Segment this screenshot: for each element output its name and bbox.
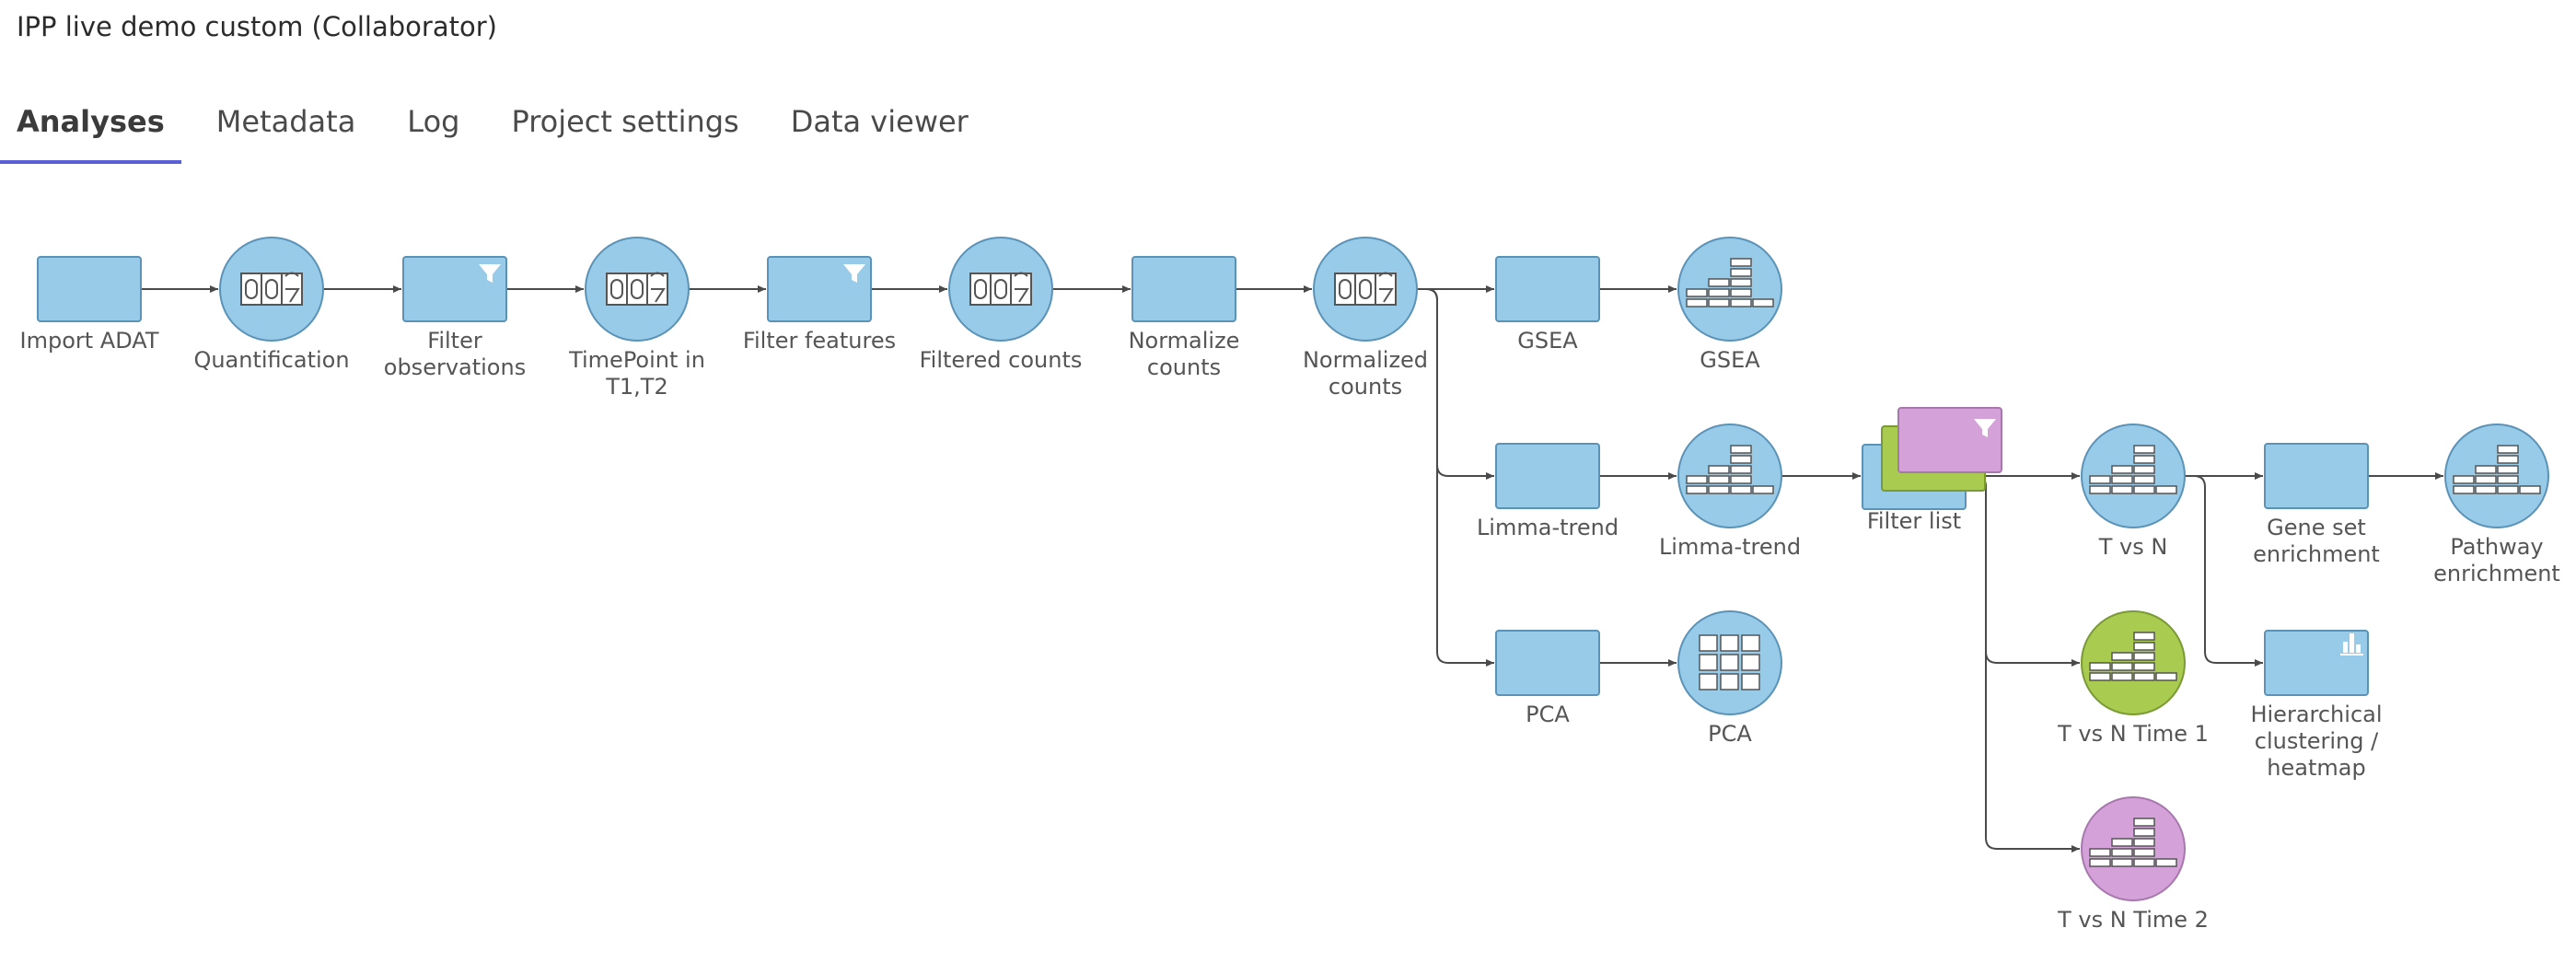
tab-metadata[interactable]: Metadata <box>215 104 356 139</box>
node-label: enrichment <box>2433 561 2560 586</box>
node-label: Import ADAT <box>20 328 159 354</box>
node-gsea-result[interactable]: GSEA <box>1677 237 1782 373</box>
tab-analyses[interactable]: Analyses <box>0 92 181 166</box>
node-label: Hierarchical <box>2250 702 2382 727</box>
counter-icon <box>240 272 303 306</box>
task-box <box>37 256 142 322</box>
node-label: Gene set <box>2267 515 2366 540</box>
data-circle <box>2081 796 2186 901</box>
task-box <box>402 256 507 322</box>
edge-filter-list-to-t-vs-n-time1 <box>1966 475 2080 667</box>
task-box <box>1495 256 1600 322</box>
bar-chart-icon <box>2340 633 2363 656</box>
node-filtered-counts[interactable]: Filtered counts <box>920 237 1083 373</box>
node-label: Normalized <box>1303 347 1428 373</box>
node-label: Quantification <box>193 347 349 373</box>
node-filter-list[interactable]: Filter list <box>1862 407 2002 534</box>
tab-data-viewer[interactable]: Data viewer <box>790 104 969 139</box>
node-label: Filter <box>427 328 482 354</box>
counter-icon <box>606 272 668 306</box>
table-icon <box>2089 632 2177 681</box>
task-box <box>1131 256 1236 322</box>
stack-card-purple <box>1897 407 2002 473</box>
node-label: counts <box>1147 354 1221 380</box>
node-t-vs-n[interactable]: T vs N <box>2081 423 2186 560</box>
node-label: GSEA <box>1517 328 1578 354</box>
tab-log[interactable]: Log <box>407 104 460 139</box>
node-label: PCA <box>1526 702 1570 727</box>
node-quantification[interactable]: Quantification <box>193 237 350 373</box>
node-label: Filter features <box>743 328 896 354</box>
node-limma-result[interactable]: Limma-trend <box>1659 423 1801 560</box>
data-circle <box>2444 423 2549 528</box>
grid-icon <box>1699 634 1760 690</box>
task-box <box>2264 443 2369 509</box>
data-circle <box>2081 423 2186 528</box>
node-t-vs-n-time2[interactable]: T vs N Time 2 <box>2057 796 2209 933</box>
node-label: counts <box>1329 374 1402 400</box>
edge-normalized-counts-to-pca-task <box>1417 288 1494 667</box>
node-label: TimePoint in <box>568 347 705 373</box>
table-icon <box>1686 258 1774 307</box>
node-pca-task[interactable]: PCA <box>1495 630 1600 727</box>
node-filter-features[interactable]: Filter features <box>743 256 896 354</box>
data-circle <box>1677 237 1782 342</box>
filter-icon <box>843 264 865 283</box>
edge-normalized-counts-to-limma-task <box>1417 288 1494 480</box>
counter-icon <box>1334 272 1397 306</box>
node-t-vs-n-time1[interactable]: T vs N Time 1 <box>2057 610 2209 747</box>
task-box <box>1495 630 1600 696</box>
node-label: GSEA <box>1700 347 1760 373</box>
node-label: T1,T2 <box>605 374 668 400</box>
node-label: Filter list <box>1867 508 1961 534</box>
tab-bar: Analyses Metadata Log Project settings D… <box>0 92 1004 166</box>
node-label: PCA <box>1708 721 1752 747</box>
node-label: enrichment <box>2253 541 2380 567</box>
node-label: Limma-trend <box>1659 534 1801 560</box>
project-title: IPP live demo custom (Collaborator) <box>17 11 497 42</box>
node-label: T vs N Time 1 <box>2057 721 2209 747</box>
node-label: T vs N <box>2098 534 2168 560</box>
node-label: Pathway <box>2450 534 2543 560</box>
node-label: Filtered counts <box>920 347 1083 373</box>
node-label: observations <box>384 354 526 380</box>
node-label: T vs N Time 2 <box>2057 907 2209 933</box>
counter-icon <box>969 272 1032 306</box>
data-circle <box>1677 423 1782 528</box>
filter-icon <box>479 264 501 283</box>
node-limma-task[interactable]: Limma-trend <box>1477 443 1619 540</box>
table-icon <box>2089 818 2177 867</box>
data-circle <box>2081 610 2186 715</box>
node-label: heatmap <box>2267 755 2365 781</box>
node-label: clustering / <box>2255 728 2379 754</box>
task-box <box>767 256 872 322</box>
filter-icon <box>1974 419 1996 437</box>
task-box <box>1495 443 1600 509</box>
node-label: Normalize <box>1129 328 1240 354</box>
table-icon <box>2089 445 2177 494</box>
edge-t-vs-n-to-hierarchical-clustering <box>2185 475 2263 667</box>
task-box <box>2264 630 2369 696</box>
node-pca-result[interactable]: PCA <box>1677 610 1782 747</box>
node-gsea-task[interactable]: GSEA <box>1495 256 1600 354</box>
table-icon <box>2453 445 2541 494</box>
nodes-layer: Import ADAT Quantification Filterobservati… <box>20 237 2560 933</box>
tab-project-settings[interactable]: Project settings <box>511 104 739 139</box>
node-label: Limma-trend <box>1477 515 1619 540</box>
node-import-adat[interactable]: Import ADAT <box>20 256 159 354</box>
table-icon <box>1686 445 1774 494</box>
